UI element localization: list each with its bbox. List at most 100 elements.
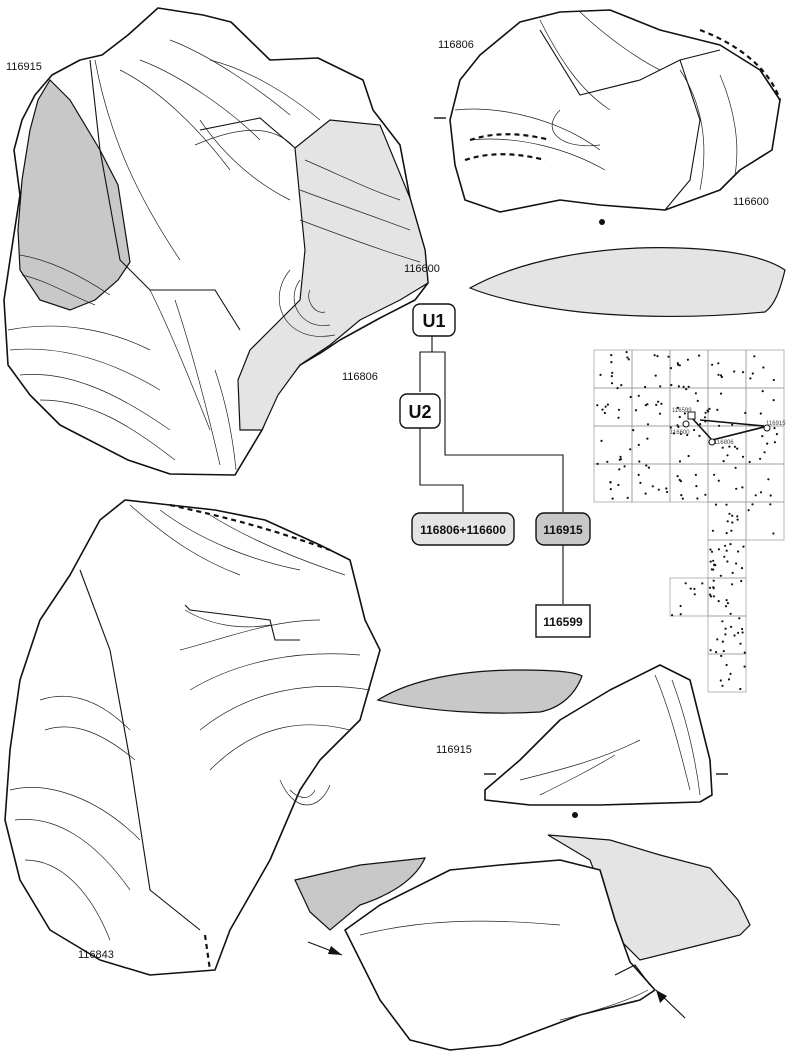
artifact-point — [762, 366, 765, 369]
artifact-point — [639, 481, 642, 484]
artifact-point — [711, 363, 714, 366]
refit-piece-116915 — [17, 79, 131, 311]
artifact-point — [713, 563, 716, 567]
grid-cell — [593, 463, 633, 503]
artifact-point — [596, 462, 599, 465]
artifact-point — [632, 429, 635, 432]
artifact-point — [712, 579, 715, 582]
artifact-point — [719, 374, 723, 377]
artifact-point — [677, 363, 680, 366]
artifact-point — [721, 446, 724, 449]
artifact-point — [721, 620, 724, 623]
artifact-point — [637, 394, 640, 397]
artifact-point — [694, 392, 698, 395]
artifact-point — [734, 466, 737, 469]
artifact-point — [731, 423, 734, 426]
grid-label-g3: 116806 — [714, 440, 734, 446]
artifact-point — [693, 428, 696, 432]
artifact-point — [653, 354, 656, 357]
artifact-point — [744, 411, 747, 415]
artifact-point — [687, 385, 690, 388]
artifact-point — [693, 593, 696, 596]
artifact-point — [679, 432, 683, 435]
artifact-point — [708, 586, 712, 589]
artifact-point — [735, 487, 738, 490]
artifact-point — [666, 490, 669, 494]
artifact-point — [741, 627, 744, 631]
artifact-point — [609, 488, 612, 491]
grid-label-g4: 116915 — [766, 421, 786, 427]
artifact-point — [721, 684, 724, 687]
artifact-point — [743, 665, 746, 668]
artifact-point — [626, 496, 629, 499]
artifact-point — [685, 388, 688, 391]
node-u1-label: U1 — [422, 311, 445, 331]
artifact-point — [716, 408, 719, 411]
grid-label-g1: 116599 — [672, 408, 692, 414]
artifact-point — [712, 568, 715, 571]
artifact-point — [731, 514, 734, 517]
artifact-point — [740, 567, 744, 570]
refit-marker — [763, 424, 771, 432]
artifact-point — [657, 400, 660, 403]
artifact-point — [617, 483, 620, 487]
artifact-point — [683, 412, 687, 415]
artifact-point — [719, 679, 722, 682]
artifact-point — [656, 355, 659, 358]
artifact-point — [687, 454, 690, 458]
artifact-point — [703, 416, 707, 419]
artifact-point — [646, 403, 649, 406]
artifact-point — [727, 678, 731, 681]
artifact-point — [693, 587, 696, 591]
artifact-point — [637, 473, 640, 476]
artifact-point — [720, 654, 723, 658]
artifact-point — [723, 555, 726, 558]
artifact-point — [676, 424, 679, 427]
artifact-point — [629, 395, 632, 399]
artifact-point — [739, 642, 742, 645]
artifact-point — [738, 617, 741, 620]
artifact-point — [729, 543, 732, 546]
artifact-point — [729, 672, 732, 676]
artifact-point — [676, 475, 679, 478]
grid-cell — [593, 387, 633, 427]
artifact-point — [678, 460, 682, 463]
artifact-point — [626, 356, 629, 359]
artifact-point — [717, 600, 720, 603]
artifact-point — [717, 362, 720, 365]
artifact-point — [657, 488, 660, 491]
artifact-point — [706, 409, 709, 412]
grid-cell — [669, 577, 709, 617]
artifact-point — [606, 460, 609, 463]
artifact-point — [733, 445, 737, 448]
artifact-point — [644, 385, 647, 389]
artifact-point — [747, 509, 750, 512]
artifact-point — [708, 593, 712, 596]
artifact-point — [753, 355, 756, 358]
flake-drawing-middle-right — [484, 664, 728, 818]
artifact-point — [730, 625, 733, 629]
core-drawing-bottom-left — [4, 499, 381, 976]
refit-marker — [682, 420, 690, 428]
artifact-point — [651, 485, 654, 488]
artifact-point — [736, 515, 739, 518]
label-116915-low: 116915 — [436, 744, 472, 756]
grid-cell — [745, 501, 785, 541]
artifact-point — [740, 579, 743, 583]
label-116843: 116843 — [78, 949, 114, 961]
artifact-point — [699, 423, 702, 426]
artifact-point — [712, 559, 715, 562]
artifact-point — [659, 385, 662, 388]
artifact-point — [751, 503, 754, 506]
label-116600-top: 116600 — [733, 196, 769, 208]
artifact-point — [678, 364, 681, 367]
artifact-point — [718, 424, 721, 427]
artifact-point — [684, 582, 687, 585]
artifact-point — [709, 595, 713, 598]
artifact-point — [748, 460, 751, 464]
grid-cell — [707, 653, 747, 693]
artifact-point — [731, 583, 734, 586]
artifact-point — [761, 435, 764, 438]
artifact-point — [599, 373, 602, 376]
artifact-point — [720, 375, 724, 379]
